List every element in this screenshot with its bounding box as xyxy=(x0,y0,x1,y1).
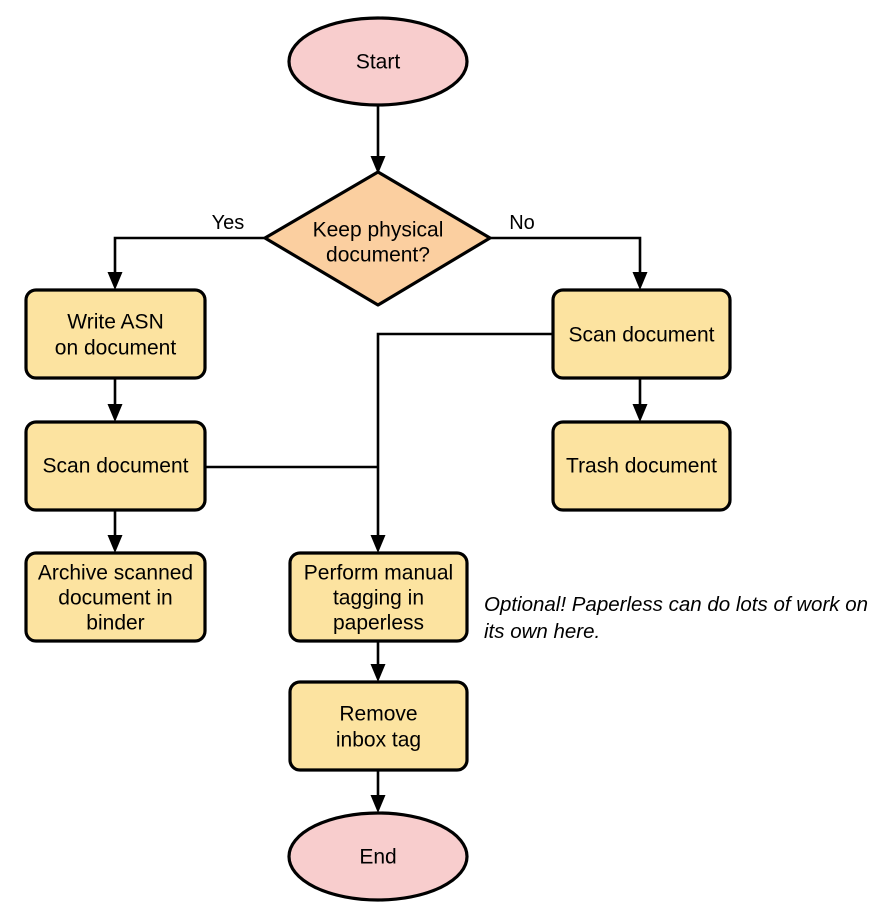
remove-inbox-label-line1: Remove xyxy=(339,703,417,726)
trash-label: Trash document xyxy=(566,455,717,478)
tagging-label-line2: tagging in xyxy=(333,587,424,610)
tagging-box-shape xyxy=(288,551,469,643)
edge-label-yes: Yes xyxy=(212,212,245,234)
node-remove-inbox-tag[interactable]: Remove inbox tag xyxy=(288,680,469,772)
connector-scan-right-to-tagging xyxy=(370,332,553,553)
trash-box-shape xyxy=(551,420,732,512)
connector-write-asn-to-scan-left xyxy=(107,378,123,422)
node-end[interactable]: End xyxy=(287,811,469,902)
edge-label-no: No xyxy=(509,212,535,234)
start-ellipse-shape xyxy=(287,16,469,107)
node-scan-document-right[interactable]: Scan document xyxy=(551,288,732,380)
write-asn-label-line1: Write ASN xyxy=(67,311,163,334)
connector-scan-right-to-trash xyxy=(632,378,648,422)
end-ellipse-shape xyxy=(287,811,469,902)
archive-box-shape xyxy=(24,551,207,643)
tagging-label-line3: paperless xyxy=(333,612,424,635)
optional-note-line1: Optional! Paperless can do lots of work … xyxy=(484,593,868,616)
write-asn-label-line2: on document xyxy=(55,337,177,360)
scan-document-right-label: Scan document xyxy=(569,324,715,347)
end-label: End xyxy=(359,846,396,869)
archive-label-line1: Archive scanned xyxy=(38,562,193,585)
node-start[interactable]: Start xyxy=(287,16,469,107)
node-decision-keep-physical-document[interactable]: Keep physical document? xyxy=(263,170,492,307)
write-asn-box-shape xyxy=(24,288,207,380)
annotation-optional-note: Optional! Paperless can do lots of work … xyxy=(484,593,868,643)
connector-scan-left-to-archive xyxy=(107,510,123,553)
scan-document-left-label: Scan document xyxy=(43,455,189,478)
connector-tagging-to-remove-inbox xyxy=(370,641,386,682)
optional-note-line2: its own here. xyxy=(484,620,600,643)
decision-label-line2: document? xyxy=(326,244,430,267)
remove-inbox-box-shape xyxy=(288,680,469,772)
decision-label-line1: Keep physical xyxy=(313,219,444,242)
scan-document-right-box-shape xyxy=(551,288,732,380)
tagging-label-line1: Perform manual xyxy=(304,562,453,585)
node-perform-manual-tagging[interactable]: Perform manual tagging in paperless xyxy=(288,551,469,643)
connector-decision-no-to-scan-right xyxy=(490,236,648,290)
connector-decision-yes-to-write-asn xyxy=(107,236,265,290)
scan-document-left-box-shape xyxy=(24,420,207,512)
connector-start-to-decision xyxy=(370,105,386,174)
node-archive-scanned-document[interactable]: Archive scanned document in binder xyxy=(24,551,207,643)
node-trash-document[interactable]: Trash document xyxy=(551,420,732,512)
start-label: Start xyxy=(356,51,401,74)
archive-label-line3: binder xyxy=(86,612,144,635)
decision-diamond-shape xyxy=(263,170,492,307)
node-write-asn-on-document[interactable]: Write ASN on document xyxy=(24,288,207,380)
node-scan-document-left[interactable]: Scan document xyxy=(24,420,207,512)
remove-inbox-label-line2: inbox tag xyxy=(336,729,421,752)
archive-label-line2: document in xyxy=(58,587,172,610)
connector-remove-inbox-to-end xyxy=(370,770,386,813)
